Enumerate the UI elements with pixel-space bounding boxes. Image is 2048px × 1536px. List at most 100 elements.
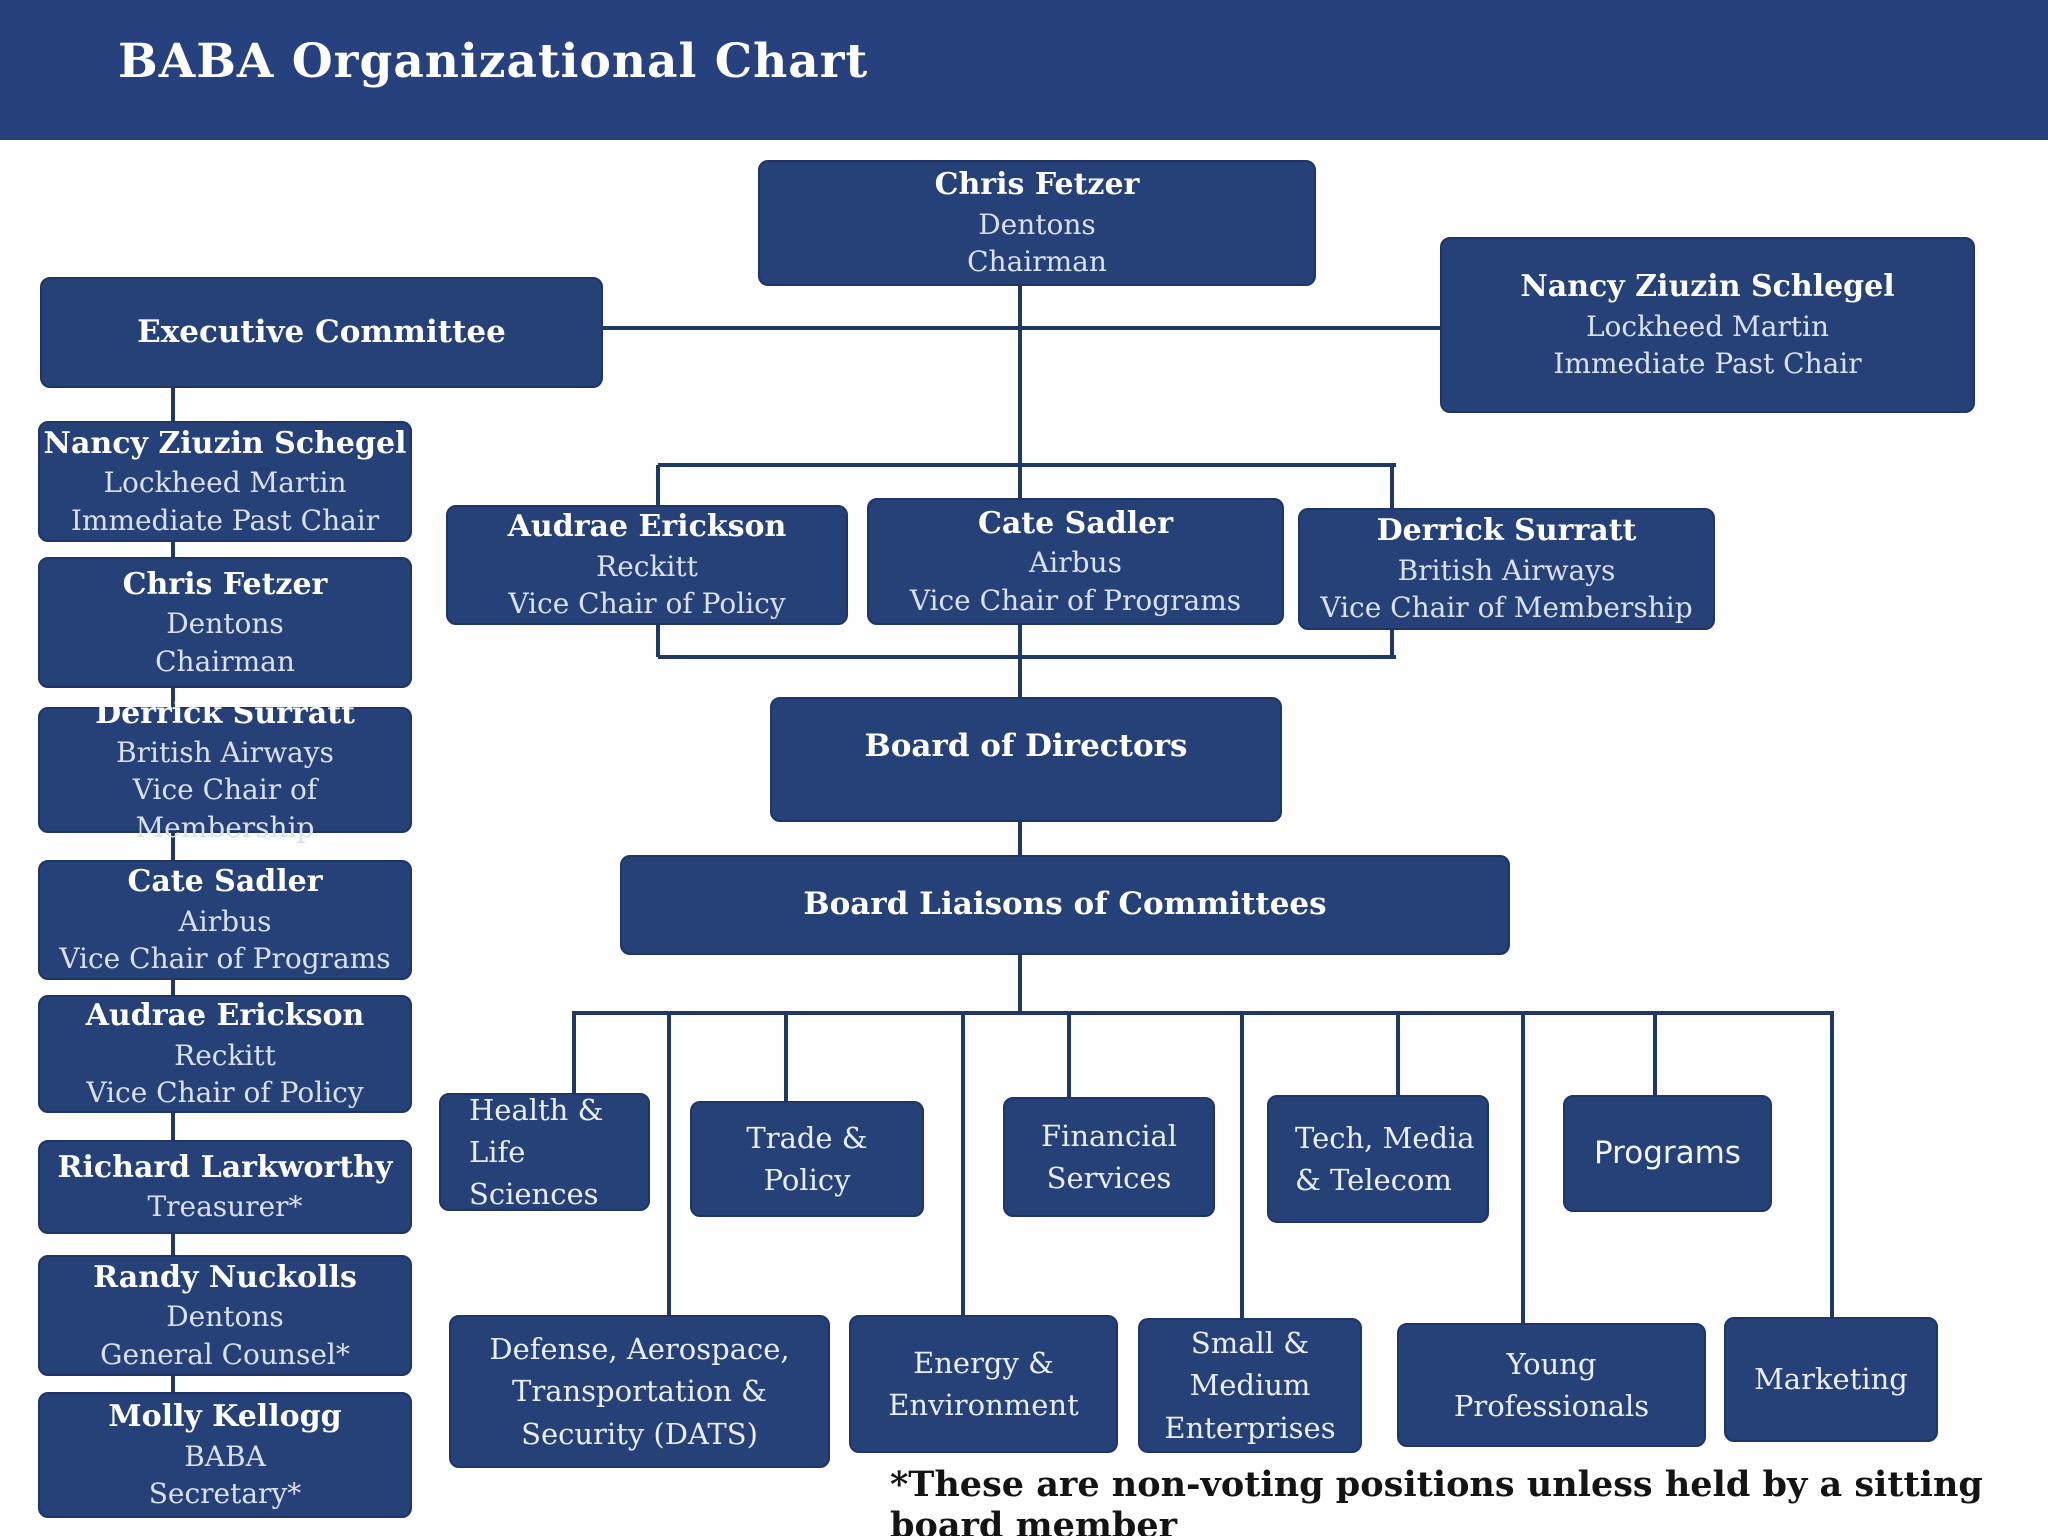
- connector-drop-tmt: [1396, 1011, 1400, 1097]
- person-role: Immediate Past Chair: [70, 503, 380, 537]
- person-name: Chris Fetzer: [122, 566, 328, 602]
- connector-drop-hls: [572, 1011, 576, 1095]
- committee-label: Transportation &: [512, 1374, 767, 1409]
- committee-label: Programs: [1594, 1135, 1741, 1172]
- person-name: Audrae Erickson: [507, 509, 787, 545]
- committee-label: Security (DATS): [521, 1416, 758, 1451]
- person-name: Nancy Ziuzin Schlegel: [1520, 269, 1895, 305]
- committee-label: & Telecom: [1295, 1163, 1452, 1197]
- person-name: Derrick Surratt: [1376, 513, 1637, 549]
- person-org: Reckitt: [174, 1038, 276, 1072]
- title-banner: BABA Organizational Chart: [0, 0, 2048, 140]
- committee-label: Trade &: [746, 1120, 868, 1155]
- person-org: BABA: [184, 1439, 266, 1473]
- exec-member-chris: Chris Fetzer Dentons Chairman: [38, 557, 412, 688]
- committee-health-life-sciences: Health & Life Sciences: [439, 1093, 650, 1211]
- person-role: Vice Chair of Policy: [86, 1076, 364, 1110]
- connector-drop-young: [1521, 1011, 1525, 1325]
- person-org: Airbus: [1029, 546, 1122, 580]
- person-name: Nancy Ziuzin Schegel: [43, 425, 407, 461]
- person-name: Cate Sadler: [127, 864, 323, 900]
- connector-committees-rail: [574, 1011, 1834, 1015]
- node-vice-chair-membership: Derrick Surratt British Airways Vice Cha…: [1298, 508, 1715, 630]
- node-vice-chair-policy: Audrae Erickson Reckitt Vice Chair of Po…: [446, 505, 848, 625]
- exec-member-molly: Molly Kellogg BABA Secretary*: [38, 1392, 412, 1518]
- committee-label: Young: [1506, 1346, 1597, 1381]
- exec-member-nancy: Nancy Ziuzin Schegel Lockheed Martin Imm…: [38, 421, 412, 542]
- committee-marketing: Marketing: [1724, 1317, 1938, 1442]
- connector-drop-programs: [1653, 1011, 1657, 1097]
- person-org: Dentons: [166, 1300, 284, 1334]
- person-role: Vice Chair of Membership: [1320, 591, 1693, 625]
- committee-label: Enterprises: [1164, 1410, 1336, 1445]
- exec-member-randy: Randy Nuckolls Dentons General Counsel*: [38, 1255, 412, 1376]
- committee-label: Environment: [888, 1388, 1079, 1422]
- person-name: Randy Nuckolls: [93, 1259, 357, 1295]
- person-org: Reckitt: [596, 549, 698, 583]
- exec-member-richard: Richard Larkworthy Treasurer*: [38, 1140, 412, 1234]
- person-org: Lockheed Martin: [103, 466, 347, 500]
- person-role: Immediate Past Chair: [1553, 347, 1862, 381]
- connector-chairman-spine: [1018, 286, 1022, 700]
- person-role: Treasurer*: [147, 1190, 303, 1224]
- person-name: Cate Sadler: [977, 505, 1174, 541]
- committee-dats: Defense, Aerospace, Transportation & Sec…: [449, 1315, 830, 1468]
- node-board-liaisons: Board Liaisons of Committees: [620, 855, 1510, 955]
- committee-young-professionals: Young Professionals: [1397, 1323, 1706, 1447]
- exec-member-cate: Cate Sadler Airbus Vice Chair of Program…: [38, 860, 412, 980]
- person-name: Molly Kellogg: [108, 1399, 342, 1435]
- person-name: Richard Larkworthy: [57, 1150, 393, 1186]
- committee-label: Tech, Media: [1295, 1120, 1475, 1155]
- node-chairman: Chris Fetzer Dentons Chairman: [758, 160, 1316, 286]
- person-role: Vice Chair of Programs: [909, 583, 1242, 617]
- committee-label: Sciences: [469, 1177, 599, 1212]
- committee-financial-services: Financial Services: [1003, 1097, 1215, 1217]
- connector-drop-energy: [961, 1011, 965, 1317]
- node-vice-chair-programs: Cate Sadler Airbus Vice Chair of Program…: [867, 498, 1284, 625]
- connector-vicechairs-bottom-rail: [658, 655, 1396, 659]
- committee-label: Health & Life: [469, 1092, 604, 1169]
- person-role: Chairman: [967, 245, 1107, 279]
- node-board-of-directors: Board of Directors: [770, 697, 1282, 822]
- person-name: Derrick Surratt: [95, 695, 355, 731]
- committee-label: Policy: [763, 1163, 851, 1197]
- group-label: Board of Directors: [864, 727, 1188, 764]
- committee-label: Professionals: [1453, 1389, 1650, 1423]
- connector-stub: [1390, 628, 1394, 657]
- person-name: Audrae Erickson: [85, 998, 365, 1034]
- connector-stub: [656, 623, 660, 657]
- committee-label: Small &: [1190, 1326, 1310, 1361]
- group-label: Board Liaisons of Committees: [803, 886, 1327, 923]
- person-role: Vice Chair of Policy: [508, 587, 786, 621]
- footnote-non-voting: *These are non-voting positions unless h…: [890, 1464, 1983, 1536]
- person-org: Lockheed Martin: [1585, 309, 1830, 343]
- committee-small-medium-enterprises: Small & Medium Enterprises: [1138, 1318, 1362, 1453]
- committee-label: Services: [1046, 1161, 1172, 1195]
- person-role: Chairman: [155, 644, 295, 678]
- person-role: Secretary*: [148, 1477, 302, 1511]
- person-role: General Counsel*: [100, 1337, 350, 1371]
- connector-drop-marketing: [1830, 1011, 1834, 1319]
- committee-label: Financial: [1040, 1118, 1178, 1153]
- committee-programs: Programs: [1563, 1095, 1772, 1212]
- page-title: BABA Organizational Chart: [118, 34, 869, 89]
- node-immediate-past-chair: Nancy Ziuzin Schlegel Lockheed Martin Im…: [1440, 237, 1975, 413]
- connector-drop-dats: [667, 1011, 671, 1317]
- committee-label: Defense, Aerospace,: [489, 1332, 790, 1367]
- committee-label: Energy &: [913, 1345, 1054, 1380]
- connector-drop-sme: [1240, 1011, 1244, 1320]
- person-org: British Airways: [116, 735, 334, 769]
- connector-exec-pastchair: [601, 326, 1448, 330]
- person-org: Dentons: [978, 207, 1096, 241]
- connector-board-liaisons: [1018, 820, 1022, 857]
- connector-stub: [1390, 465, 1394, 510]
- person-role: Vice Chair of Membership: [132, 773, 318, 844]
- connector-drop-financial: [1067, 1011, 1071, 1099]
- person-org: Airbus: [178, 904, 272, 938]
- connector-drop-trade: [784, 1011, 788, 1103]
- committee-label: Medium: [1189, 1368, 1311, 1403]
- person-role: Vice Chair of Programs: [59, 942, 391, 976]
- group-label: Executive Committee: [137, 313, 506, 350]
- person-org: Dentons: [166, 607, 284, 641]
